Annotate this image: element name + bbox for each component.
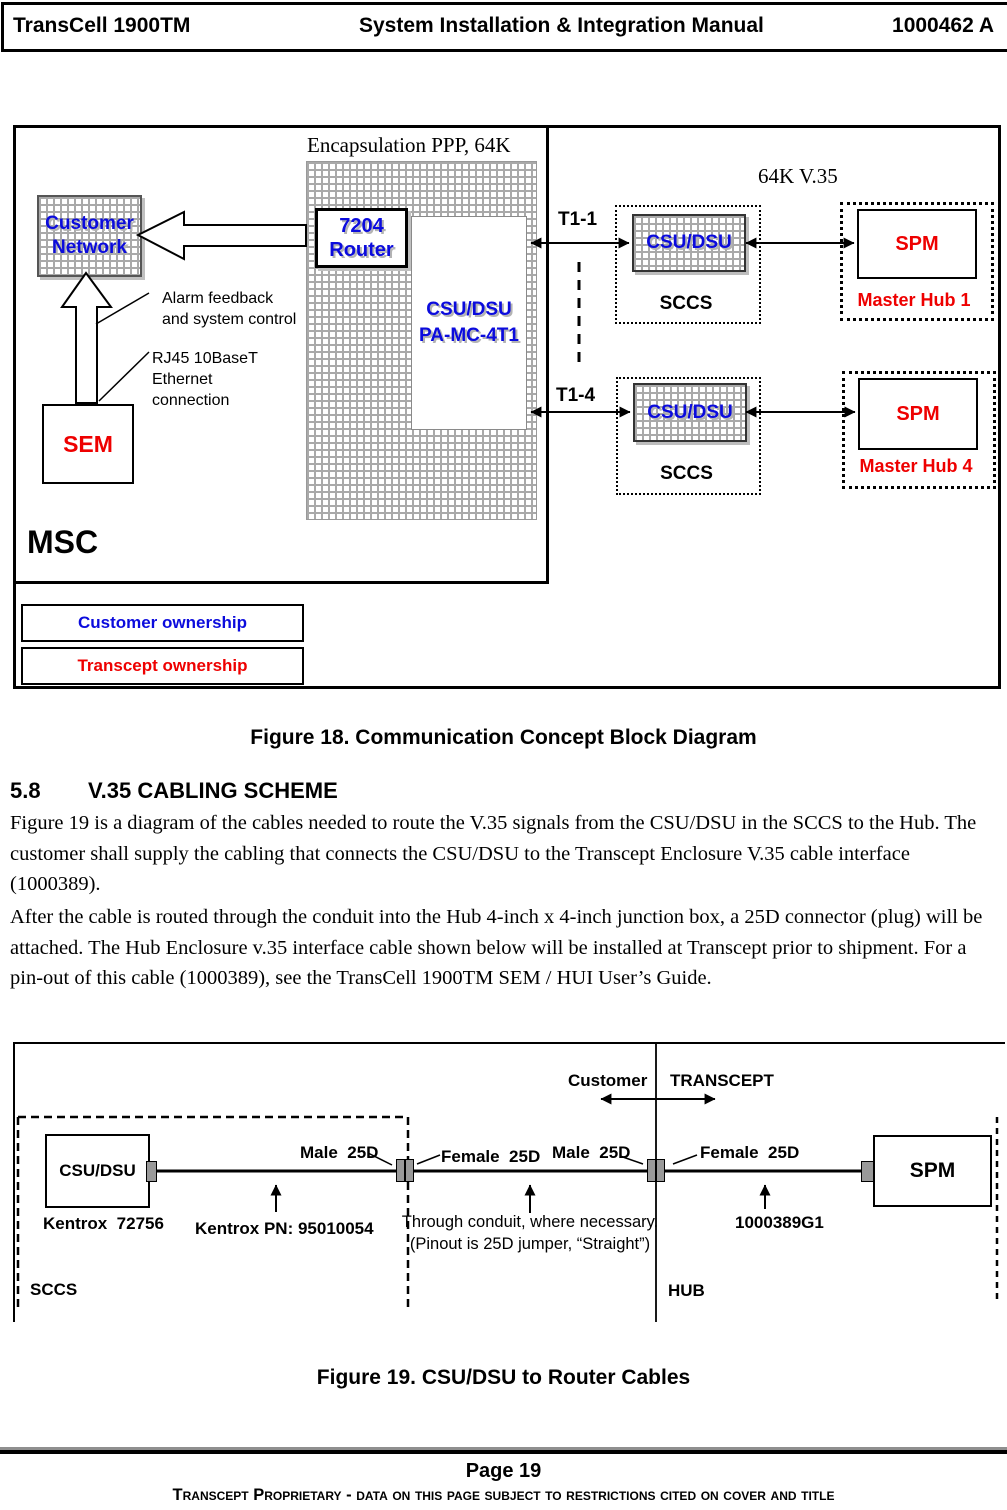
master-hub4-label: Master Hub 4 [859, 456, 973, 476]
footer-rule-black [0, 1450, 1007, 1454]
section-number: 5.8 [10, 778, 41, 803]
t1-1-label: T1-1 [558, 209, 598, 230]
sem-box: SEM [42, 404, 134, 484]
figure18-caption: Figure 18. Communication Concept Block D… [250, 726, 757, 749]
fig19-customer-side-label: Customer [568, 1071, 648, 1090]
body-paragraph-1: Figure 19 is a diagram of the cables nee… [10, 812, 977, 895]
spm-row2-label: SPM [896, 402, 940, 425]
page-header: TransCell 1900TM System Installation & I… [1, 2, 1007, 52]
master-hub1-label: Master Hub 1 [857, 290, 971, 310]
kentrox-model-label: Kentrox 72756 [43, 1214, 164, 1233]
female1-tick [416, 1154, 441, 1165]
sccs-box-row1 [615, 205, 761, 324]
conduit-note: Through conduit, where necessary. (Pinou… [395, 1211, 665, 1255]
csu-dsu-box-row1: CSU/DSU [632, 214, 746, 272]
csu-dsu-row2-label: CSU/DSU [647, 401, 733, 423]
rj45-note-line1: RJ45 10BaseT [152, 350, 258, 367]
header-product: TransCell 1900TM [13, 14, 191, 37]
router-label-line1: 7204 [339, 215, 384, 237]
header-title: System Installation & Integration Manual [359, 14, 764, 37]
footer-proprietary-notice: Transcept Proprietary - data on this pag… [172, 1486, 835, 1504]
footer-page-number: Page 19 [465, 1460, 542, 1482]
sem-label: SEM [63, 430, 113, 457]
figure18-msc-box [13, 125, 549, 584]
conduit-note-line1: Through conduit, where necessary. [401, 1213, 659, 1231]
spm-box-row1: SPM [857, 209, 977, 279]
junction-connector-2 [647, 1159, 665, 1182]
legend-customer-label: Customer ownership [77, 613, 248, 632]
rj45-note: RJ45 10BaseT Ethernet connection [152, 348, 258, 411]
csu-connector [146, 1161, 157, 1182]
customer-network-box: Customer Network [37, 195, 142, 277]
router-box: 7204 Router [315, 208, 408, 268]
legend-customer-ownership: Customer ownership [21, 604, 304, 642]
legend-transcept-ownership: Transcept ownership [21, 647, 304, 685]
csu-dsu-card-box: CSU/DSU PA-MC-4T1 [411, 216, 527, 430]
fig19-spm-box: SPM [873, 1135, 992, 1207]
male-25d-left-label: Male 25D [300, 1143, 379, 1162]
fig19-sccs-label: SCCS [30, 1280, 78, 1299]
figure19-caption: Figure 19. CSU/DSU to Router Cables [316, 1366, 691, 1389]
csu-dsu-box-row2: CSU/DSU [633, 383, 747, 442]
junction-connector-1 [396, 1159, 414, 1182]
v35-64k-label: 64K V.35 [758, 164, 838, 188]
legend-transcept-label: Transcept ownership [77, 656, 248, 675]
t1-4-label: T1-4 [556, 385, 596, 406]
cable-part-label: 1000389G1 [735, 1213, 824, 1232]
msc-label: MSC [27, 524, 99, 560]
footer-rule-gray [0, 1447, 1007, 1450]
rj45-note-line2: Ethernet [152, 371, 213, 388]
fig19-csu-dsu-label: CSU/DSU [59, 1161, 136, 1180]
conduit-note-line2: (Pinout is 25D jumper, “Straight”) [409, 1235, 651, 1253]
fig19-transcept-side-label: TRANSCEPT [670, 1071, 774, 1090]
sccs-label-row2: SCCS [660, 463, 713, 484]
body-paragraph-2: After the cable is routed through the co… [10, 906, 983, 989]
csu-dsu-row1-label: CSU/DSU [646, 232, 732, 253]
header-doc-number: 1000462 A [892, 14, 994, 37]
spm-connector [861, 1161, 874, 1182]
encapsulation-label: Encapsulation PPP, 64K [307, 133, 511, 157]
master-hub1-box [840, 202, 994, 321]
female-25d-left-label: Female 25D [441, 1147, 541, 1166]
csu-card-line1: CSU/DSU [426, 299, 512, 320]
alarm-note-line2: and system control [162, 311, 297, 328]
male-25d-right-label: Male 25D [552, 1143, 631, 1162]
alarm-note-line1: Alarm feedback [162, 290, 274, 307]
customer-network-line2: Network [52, 237, 127, 258]
female2-tick [672, 1154, 698, 1165]
spm-box-row2: SPM [858, 378, 978, 450]
fig19-spm-label: SPM [909, 1159, 956, 1182]
kentrox-pn-label: Kentrox PN: 95010054 [195, 1219, 374, 1238]
customer-network-line1: Customer [45, 213, 134, 234]
sccs-label-row1: SCCS [659, 293, 713, 314]
sccs-box-row2 [616, 377, 761, 495]
csu-card-line2: PA-MC-4T1 [419, 325, 519, 346]
female-25d-right-label: Female 25D [700, 1143, 800, 1162]
section-title: V.35 CABLING SCHEME [88, 778, 338, 803]
fig19-csu-dsu-box: CSU/DSU [45, 1134, 150, 1208]
spm-row1-label: SPM [895, 232, 939, 255]
rj45-note-line3: connection [152, 392, 230, 409]
fig19-hub-label: HUB [668, 1281, 705, 1300]
router-label-line2: Router [329, 239, 394, 261]
alarm-feedback-note: Alarm feedback and system control [162, 288, 296, 330]
master-hub4-box [842, 371, 996, 489]
